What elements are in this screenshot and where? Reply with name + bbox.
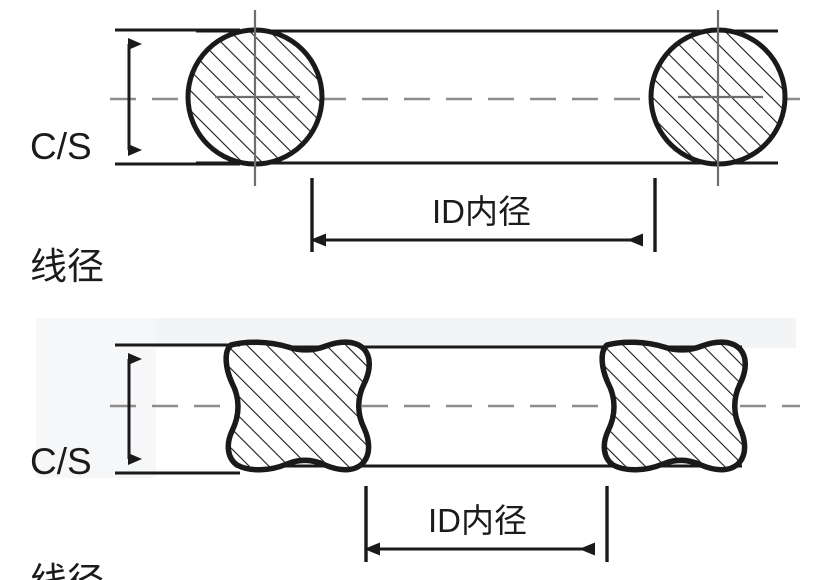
o-ring-right-cross-section bbox=[648, 10, 788, 186]
o-ring-id-dimension bbox=[310, 178, 657, 252]
o-ring-id-label: ID内径 bbox=[432, 193, 531, 230]
o-ring-assembly bbox=[110, 10, 800, 252]
x-ring-assembly bbox=[110, 339, 800, 562]
o-ring-cs-label-line2: 线径 bbox=[30, 245, 104, 287]
o-ring-body-outline bbox=[196, 29, 778, 165]
o-ring-cs-label: C/S 线径 bbox=[30, 47, 104, 367]
x-ring-id-label: ID内径 bbox=[428, 502, 527, 539]
x-ring-cs-label: C/S 线径 bbox=[30, 362, 104, 580]
x-ring-cs-label-line1: C/S bbox=[30, 440, 92, 482]
o-ring-cs-label-line1: C/S bbox=[30, 125, 92, 167]
x-ring-cs-dimension bbox=[115, 343, 240, 475]
x-ring-right-cross-section bbox=[599, 339, 748, 473]
o-ring-cs-dimension bbox=[115, 28, 240, 166]
o-ring-left-cross-section bbox=[185, 10, 325, 186]
x-ring-id-dimension bbox=[364, 486, 609, 562]
x-ring-left-cross-section bbox=[223, 339, 372, 473]
x-ring-cs-label-line2: 线径 bbox=[30, 561, 104, 580]
